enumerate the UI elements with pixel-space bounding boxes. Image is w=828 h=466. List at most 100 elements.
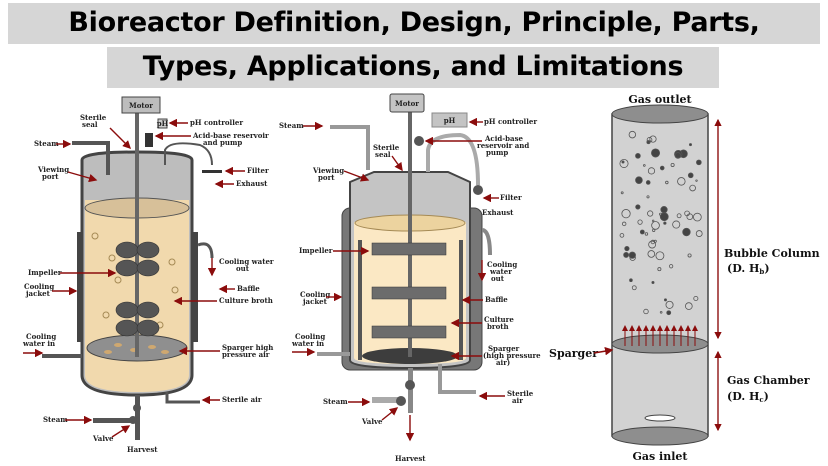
cooling-jacket-right [193, 232, 198, 342]
bubble [629, 278, 633, 283]
bubble [663, 298, 667, 302]
bubble [665, 180, 669, 185]
label-bubble-column: Bubble Column [724, 247, 820, 260]
bubble [621, 221, 627, 227]
bubble [666, 310, 672, 316]
label-baffle-1: Baffle [237, 284, 260, 293]
bubble [657, 267, 662, 272]
impellers-2 [371, 242, 447, 339]
bubble [651, 148, 661, 158]
label-ph-controller-1: pH controller [190, 118, 243, 127]
label-sparger-3: Sparger [549, 347, 598, 360]
label-harvest-1: Harvest [127, 445, 158, 454]
bubble [643, 164, 646, 167]
bubble [643, 308, 649, 315]
label-filter-1: Filter [247, 166, 269, 175]
bubble [647, 167, 656, 175]
bubble [674, 152, 682, 159]
bubble [695, 230, 703, 237]
bubble [669, 264, 674, 269]
bubble [635, 176, 643, 184]
label-impeller-2: Impeller [299, 246, 333, 255]
bubble [621, 160, 625, 164]
diagram-bubble-column: Gas outlet Bubble Column (D. Hb) Gas Cha… [549, 93, 820, 463]
label-steam-bottom-1: Steam [43, 415, 68, 424]
label-ph-controller-2: pH controller [484, 117, 537, 126]
bubble [621, 209, 631, 219]
bubble [628, 251, 636, 259]
bubble [647, 210, 654, 217]
bubble [686, 213, 694, 220]
bubble [677, 177, 686, 186]
impeller-1-upper [115, 241, 160, 277]
bubble [659, 165, 665, 171]
bubble [651, 219, 655, 223]
bubble [655, 251, 665, 261]
label-impeller-1: Impeller [28, 268, 62, 277]
label-baffle-2: Baffle [485, 295, 508, 304]
bubble [635, 153, 641, 159]
bubble [689, 184, 696, 192]
shaft-1 [135, 112, 139, 357]
label-gas-chamber: Gas Chamber [727, 374, 810, 387]
label-steam-top-1: Steam [34, 139, 59, 148]
motor-2-label: Motor [395, 99, 419, 108]
svg-text:pH: pH [157, 119, 169, 128]
bubble [659, 212, 669, 222]
column-bottom [611, 426, 709, 446]
bubble [687, 253, 692, 258]
label-exhaust-1: Exhaust [236, 179, 268, 188]
gas-inlet-hole [644, 414, 676, 422]
bubble [619, 158, 629, 168]
motor-1 [121, 96, 161, 114]
bubble [635, 204, 641, 210]
bubble [649, 135, 657, 143]
bubble [624, 245, 630, 252]
bubble [631, 285, 637, 291]
bubble [628, 130, 637, 139]
label-culture-broth-1: Culture broth [219, 296, 273, 305]
bubble [696, 159, 702, 166]
label-valve-2: Valve [361, 417, 383, 426]
title-line-1: Bioreactor Definition, Design, Principle… [8, 3, 820, 44]
label-filter-2: Filter [500, 193, 522, 202]
impeller-1-lower [115, 301, 160, 337]
bubble [648, 240, 657, 249]
label-harvest-2: Harvest [395, 454, 426, 463]
bubble [663, 221, 667, 225]
bubble [647, 250, 656, 258]
label-bubble-column-dim: (D. Hb) [727, 262, 770, 276]
label-steam-bottom-2: Steam [323, 397, 348, 406]
bubble [659, 311, 663, 314]
column-body [611, 113, 709, 437]
motor-2 [389, 93, 425, 113]
bubble [695, 179, 698, 182]
label-gas-chamber-dim: (D. Hc) [727, 390, 769, 404]
bubble [665, 300, 674, 309]
bubble [623, 252, 630, 258]
label-gas-inlet: Gas inlet [633, 450, 689, 463]
bubble [685, 302, 693, 310]
motor-1-label: Motor [129, 101, 153, 110]
label-sterile-air-1: Sterile air [222, 395, 262, 404]
bubble [620, 191, 624, 195]
bubble [619, 233, 625, 238]
bubbles [619, 130, 703, 316]
label-gas-outlet: Gas outlet [628, 93, 692, 106]
bubble [651, 221, 660, 230]
bubble [653, 239, 657, 243]
